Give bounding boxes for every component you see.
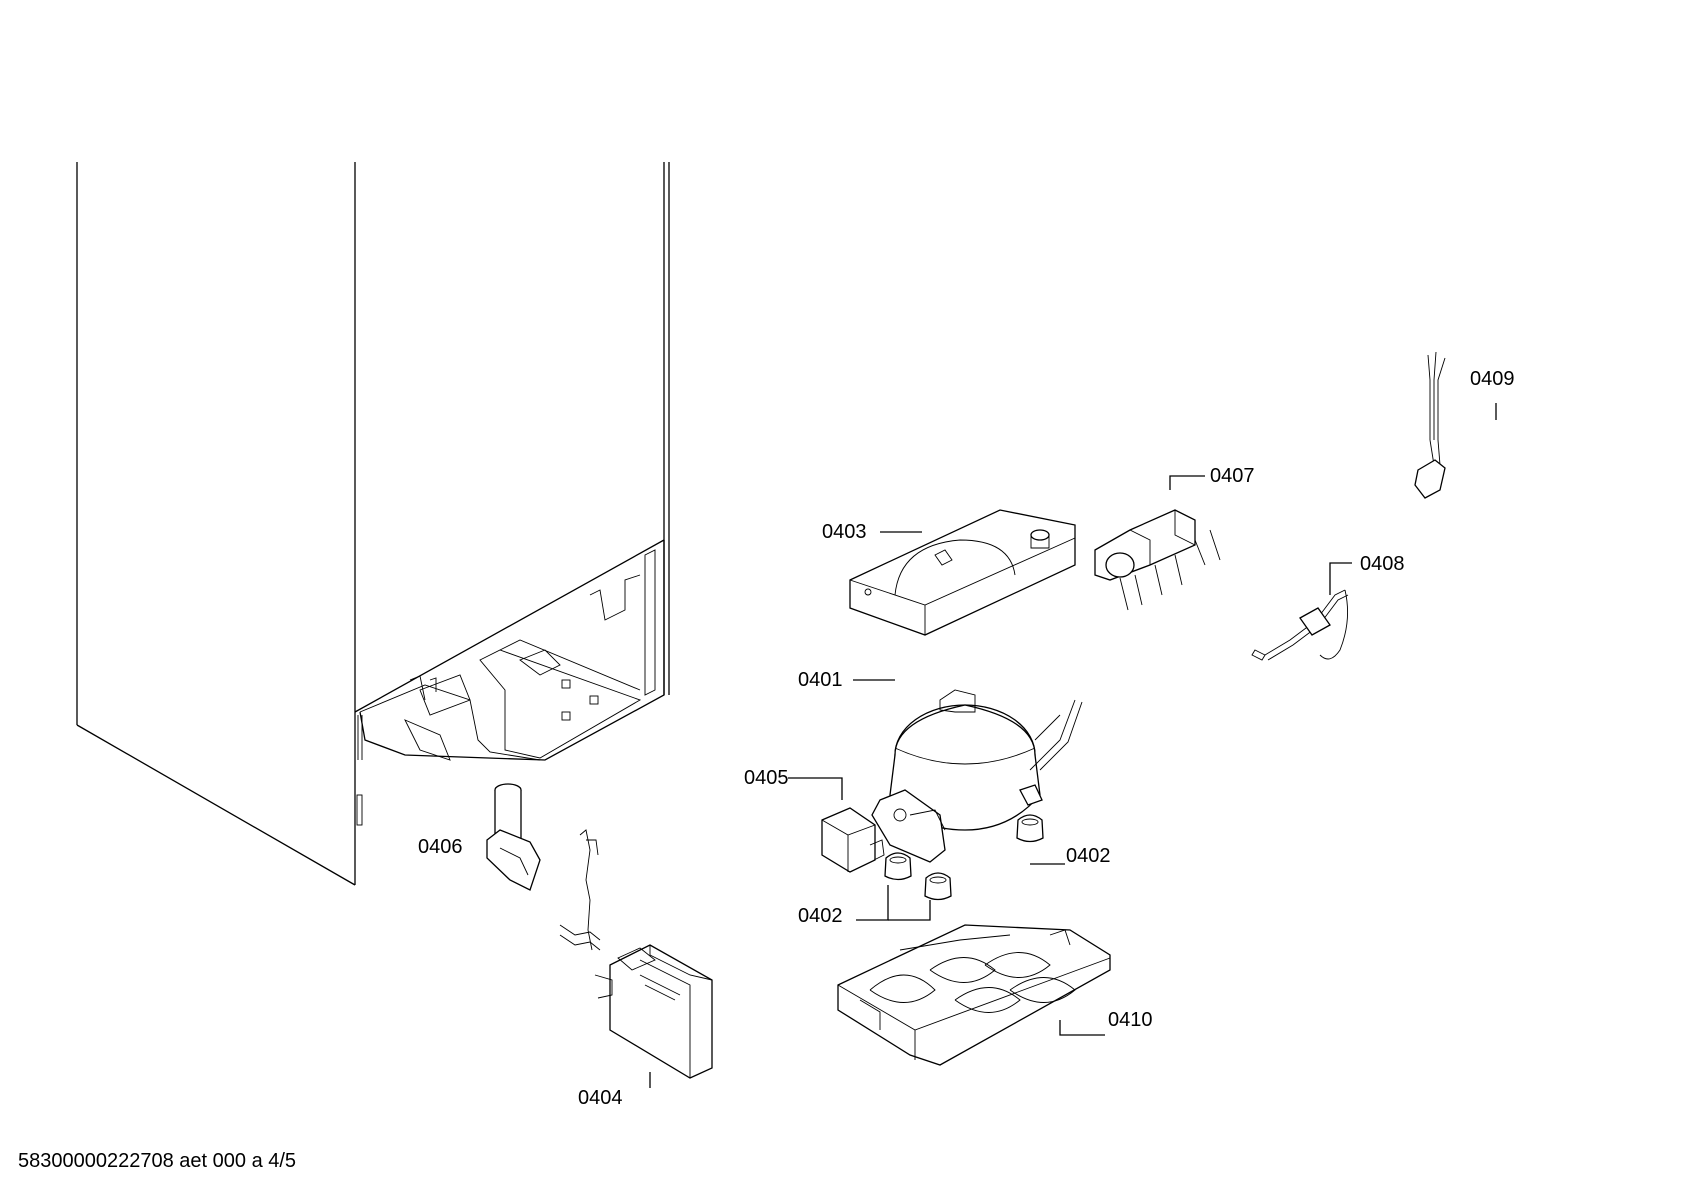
- label-0402-left: 0402: [798, 905, 843, 927]
- label-0403: 0403: [822, 521, 867, 543]
- label-0409: 0409: [1470, 368, 1515, 390]
- part-0405-drawing: [821, 807, 885, 873]
- part-0409-drawing: [1414, 351, 1446, 499]
- part-0407-drawing: [1094, 509, 1221, 611]
- label-0404: 0404: [578, 1087, 623, 1109]
- part-0404-drawing: [559, 829, 713, 1079]
- document-id-footer: 58300000222708 aet 000 a 4/5: [18, 1150, 297, 1172]
- label-0401: 0401: [798, 669, 843, 691]
- label-0405: 0405: [744, 767, 789, 789]
- refrigerator-cabinet: [76, 162, 670, 886]
- part-0402-grommets: [884, 814, 1044, 901]
- part-0403-drawing: [849, 509, 1076, 636]
- label-0402-right: 0402: [1066, 845, 1111, 867]
- part-labels: 0403 0401 0405 0406 0402 0402 0404 0410 …: [418, 368, 1515, 1109]
- part-0401-drawing: [871, 689, 1083, 863]
- label-0410: 0410: [1108, 1009, 1153, 1031]
- leader-lines: [649, 403, 1497, 1088]
- part-0406-drawing: [486, 783, 541, 891]
- part-0410-drawing: [837, 924, 1111, 1066]
- label-0406: 0406: [418, 836, 463, 858]
- label-0407: 0407: [1210, 465, 1255, 487]
- label-0408: 0408: [1360, 553, 1405, 575]
- part-0408-drawing: [1251, 589, 1349, 661]
